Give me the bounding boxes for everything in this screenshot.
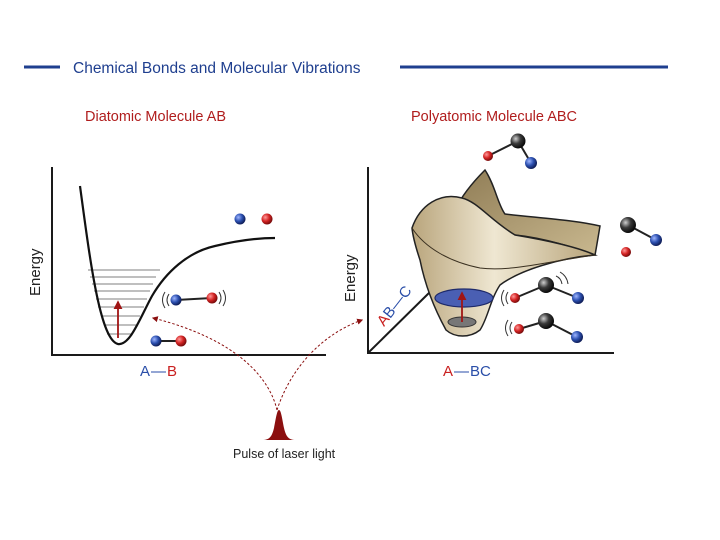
surface-inner-rim — [411, 227, 596, 270]
left-molecule-ground — [150, 335, 187, 347]
laser-pulse-shape — [262, 410, 296, 440]
potential-energy-surface — [411, 168, 601, 337]
vibrational-levels — [88, 269, 160, 335]
laser-arrow-left — [151, 316, 278, 411]
atom-c — [538, 313, 554, 329]
right-molecule-vibrating-1 — [501, 271, 584, 307]
vibration-marks-left — [162, 291, 170, 309]
right-molecule-vibrating-2 — [505, 313, 583, 343]
laser-arrow-right — [276, 318, 364, 411]
left-panel-heading: Diatomic Molecule AB — [85, 109, 226, 125]
right-molecule-top — [483, 133, 537, 169]
morse-curve — [78, 185, 276, 346]
atom-a — [510, 293, 520, 303]
right-molecule-dissociated — [620, 217, 662, 257]
atom-b — [650, 234, 662, 246]
atom-b — [572, 292, 584, 304]
left-molecule-dissociated — [234, 213, 273, 225]
excited-level-ellipse — [434, 288, 494, 308]
left-molecule-vibrating — [162, 289, 226, 309]
left-y-label: Energy — [27, 248, 44, 296]
atom-b — [234, 213, 246, 225]
diagram-title: Chemical Bonds and Molecular Vibrations — [73, 60, 361, 77]
right-panel-heading: Polyatomic Molecule ABC — [411, 109, 577, 125]
atom-c — [538, 277, 554, 293]
vibration-marks-right — [218, 289, 226, 307]
atom-a — [175, 335, 187, 347]
right-x-label: A—BC — [443, 363, 491, 380]
atom-a — [621, 247, 631, 257]
right-y-label: Energy — [342, 254, 359, 302]
atom-b — [170, 294, 182, 306]
atom-c — [620, 217, 636, 233]
right-z-label: AB—C — [374, 283, 416, 330]
laser-label: Pulse of laser light — [233, 447, 336, 461]
atom-a — [483, 151, 493, 161]
atom-a — [514, 324, 524, 334]
laser-pulse: Pulse of laser light — [151, 316, 364, 461]
atom-b — [571, 331, 583, 343]
right-z-axis — [367, 289, 433, 354]
atom-a — [206, 292, 218, 304]
atom-b — [150, 335, 162, 347]
atom-c — [510, 133, 526, 149]
left-potential-plot: A—B Energy — [27, 167, 326, 380]
left-x-label: A—B — [140, 363, 177, 380]
vibration-marks — [501, 271, 569, 307]
atom-a — [261, 213, 273, 225]
vibration-marks — [505, 319, 513, 337]
atom-b — [525, 157, 537, 169]
